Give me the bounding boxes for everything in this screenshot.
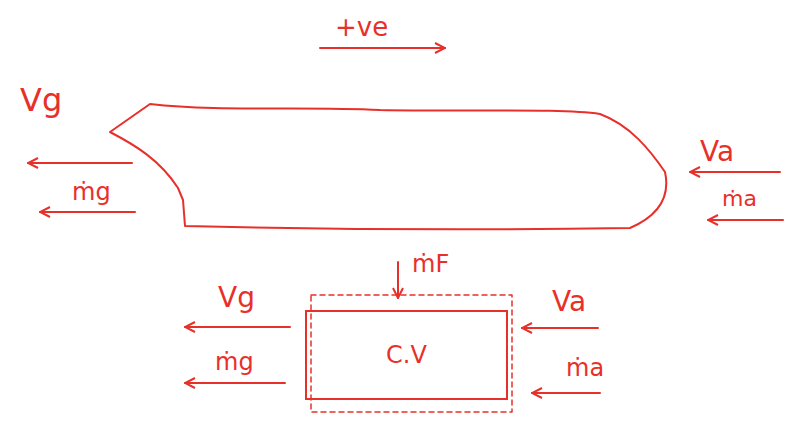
control-volume-box: C.V [305, 310, 508, 400]
flow-label: ṁg [215, 350, 254, 374]
direction-label: +ve [335, 14, 388, 40]
flow-arrow [690, 171, 780, 173]
positive-direction-arrow [320, 47, 445, 49]
flow-label: Va [552, 288, 586, 316]
flow-arrow [185, 382, 285, 384]
box-label: C.V [386, 341, 427, 369]
flow-label: ṁg [72, 180, 111, 204]
flow-label: Va [700, 138, 734, 166]
flow-label: Vg [20, 84, 62, 116]
flow-arrow [522, 327, 598, 329]
flow-arrow [708, 219, 783, 221]
flow-label: ṁF [412, 252, 449, 276]
flow-arrow [397, 262, 399, 298]
flow-arrow [185, 326, 290, 328]
flow-label: ṁa [722, 188, 757, 210]
flow-label: ṁa [566, 356, 604, 380]
engine-outline [110, 104, 666, 229]
flow-arrow [28, 162, 132, 164]
flow-label: Vg [218, 284, 255, 312]
dashed-boundary [311, 295, 512, 412]
flow-arrow [40, 211, 135, 213]
flow-arrow [532, 392, 600, 394]
